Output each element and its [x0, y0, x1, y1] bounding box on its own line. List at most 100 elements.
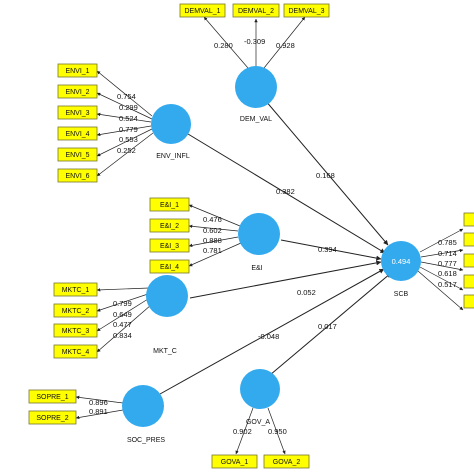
indicator-gova-2: GOVA_2: [263, 454, 310, 469]
loading-line-scb-5: [417, 270, 464, 311]
loading-socpres-2: 0.891: [89, 407, 108, 416]
construct-envinfl: [151, 104, 191, 144]
svg-text:ENVI_4: ENVI_4: [65, 131, 89, 138]
envinfl-block: ENVI_1 ENVI_2 ENVI_3 ENVI_4 ENVI_5 ENVI_…: [57, 63, 191, 183]
construct-scb: [381, 241, 421, 281]
loading-line-gova-1: [235, 407, 254, 455]
svg-text:MKTC_1: MKTC_1: [62, 287, 90, 294]
loading-envinfl-2: 0.299: [119, 103, 138, 112]
loading-envinfl-4: 0.779: [119, 125, 138, 134]
svg-text:ENVI_5: ENVI_5: [65, 152, 89, 159]
loading-scb-2: 0.714: [438, 249, 457, 258]
construct-label-ei: E&I: [251, 265, 262, 272]
svg-text:DEMVAL_3: DEMVAL_3: [288, 8, 324, 15]
loading-line-scb-4: [419, 266, 464, 291]
loading-envinfl-3: 0.524: [119, 114, 138, 123]
loading-line-ei-3: [188, 236, 239, 248]
path-mktc-scb: [189, 260, 382, 299]
construct-label-gova: GOV_A: [246, 419, 270, 426]
svg-text:ENVI_2: ENVI_2: [65, 89, 89, 96]
svg-text:MKTC_4: MKTC_4: [62, 349, 90, 356]
indicator-scb-1: [463, 212, 474, 227]
svg-text:DEMVAL_2: DEMVAL_2: [238, 8, 274, 15]
indicator-socpres-1: SOPRE_1: [28, 389, 77, 404]
loading-line-envinfl-1: [96, 70, 153, 117]
loading-line-mktc-4: [96, 304, 152, 353]
loading-mktc-3: 0.477: [113, 320, 132, 329]
loading-demval-2: -0.309: [244, 37, 265, 46]
loading-line-gova-2: [267, 407, 286, 455]
indicator-envinfl-3: ENVI_3: [57, 105, 98, 120]
indicator-envinfl-6: ENVI_6: [57, 168, 98, 183]
path-coefficients: 0.168 0.382 0.394 0.052 -0.048 0.017: [258, 171, 337, 341]
svg-text:E&I_3: E&I_3: [160, 243, 179, 250]
indicator-envinfl-2: ENVI_2: [57, 84, 98, 99]
svg-text:GOVA_1: GOVA_1: [221, 459, 249, 466]
loading-mktc-4: 0.834: [113, 331, 132, 340]
svg-text:SOPRE_1: SOPRE_1: [36, 394, 68, 401]
scb-block: 0.785 0.714 0.777 0.618 0.517 0.494 SCB: [381, 212, 474, 311]
loading-envinfl-1: 0.754: [117, 92, 136, 101]
indicator-mktc-4: MKTC_4: [53, 344, 98, 359]
construct-label-socpres: SOC_PRES: [127, 437, 165, 444]
svg-text:SOPRE_2: SOPRE_2: [36, 415, 68, 422]
loading-socpres-1: 0.896: [89, 398, 108, 407]
construct-socpres: [122, 385, 164, 427]
indicator-gova-1: GOVA_1: [211, 454, 258, 469]
path-ei-scb: [280, 239, 382, 261]
construct-demval: [235, 66, 277, 108]
loading-ei-2: 0.602: [203, 226, 222, 235]
indicator-ei-3: E&I_3: [149, 238, 190, 253]
loading-line-envinfl-5: [96, 128, 153, 157]
loading-line-scb-1: [419, 228, 464, 253]
loading-line-mktc-3: [96, 298, 149, 332]
indicator-envinfl-4: ENVI_4: [57, 126, 98, 141]
svg-text:MKTC_3: MKTC_3: [62, 328, 90, 335]
structural-paths: [159, 99, 392, 395]
indicator-demval-3: DEMVAL_3: [283, 3, 330, 18]
indicator-demval-2: DEMVAL_2: [232, 3, 280, 18]
svg-text:GOVA_2: GOVA_2: [273, 459, 301, 466]
loading-line-scb-3: [420, 261, 464, 272]
svg-text:DEMVAL_1: DEMVAL_1: [184, 8, 220, 15]
construct-label-mktc: MKT_C: [153, 348, 177, 355]
loading-mktc-2: 0.649: [113, 310, 132, 319]
svg-text:ENVI_3: ENVI_3: [65, 110, 89, 117]
loading-mktc-1: 0.799: [113, 299, 132, 308]
path-demval-scb: [264, 99, 389, 246]
indicator-scb-5: [463, 294, 474, 309]
loading-line-socpres-1: [75, 395, 124, 404]
loading-scb-1: 0.785: [438, 238, 457, 247]
indicator-mktc-1: MKTC_1: [53, 282, 98, 297]
path-gova-scb: [269, 272, 392, 376]
loading-gova-1: 0.902: [233, 427, 252, 436]
svg-text:E&I_1: E&I_1: [160, 202, 179, 209]
loading-line-envinfl-4: [96, 125, 152, 137]
construct-label-envinfl: ENV_INFL: [156, 153, 190, 160]
loading-scb-3: 0.777: [438, 259, 457, 268]
indicator-socpres-2: SOPRE_2: [28, 410, 77, 425]
svg-text:E&I_2: E&I_2: [160, 223, 179, 230]
loading-line-envinfl-2: [96, 92, 153, 120]
path-coef-envinfl: 0.382: [276, 187, 295, 196]
loading-line-ei-4: [188, 242, 242, 267]
loading-line-demval-3: [263, 16, 306, 69]
loading-ei-3: 0.888: [203, 236, 222, 245]
path-envinfl-scb: [187, 133, 386, 254]
loading-line-envinfl-6: [96, 132, 154, 177]
loading-scb-4: 0.618: [438, 269, 457, 278]
construct-gova: [240, 369, 280, 409]
svg-text:MKTC_2: MKTC_2: [62, 308, 90, 315]
loading-line-envinfl-3: [96, 112, 152, 123]
loading-line-ei-2: [188, 224, 239, 232]
path-coef-demval: 0.168: [316, 171, 335, 180]
loading-envinfl-5: 0.553: [119, 135, 138, 144]
indicator-envinfl-1: ENVI_1: [57, 63, 98, 78]
loading-ei-1: 0.476: [203, 215, 222, 224]
indicator-ei-2: E&I_2: [149, 218, 190, 233]
indicator-ei-1: E&I_1: [149, 197, 190, 212]
gova-block: GOVA_1 GOVA_2 0.902 0.950 GOV_A: [211, 369, 310, 469]
path-coef-mktc: 0.052: [297, 288, 316, 297]
construct-label-scb: SCB: [394, 291, 409, 298]
